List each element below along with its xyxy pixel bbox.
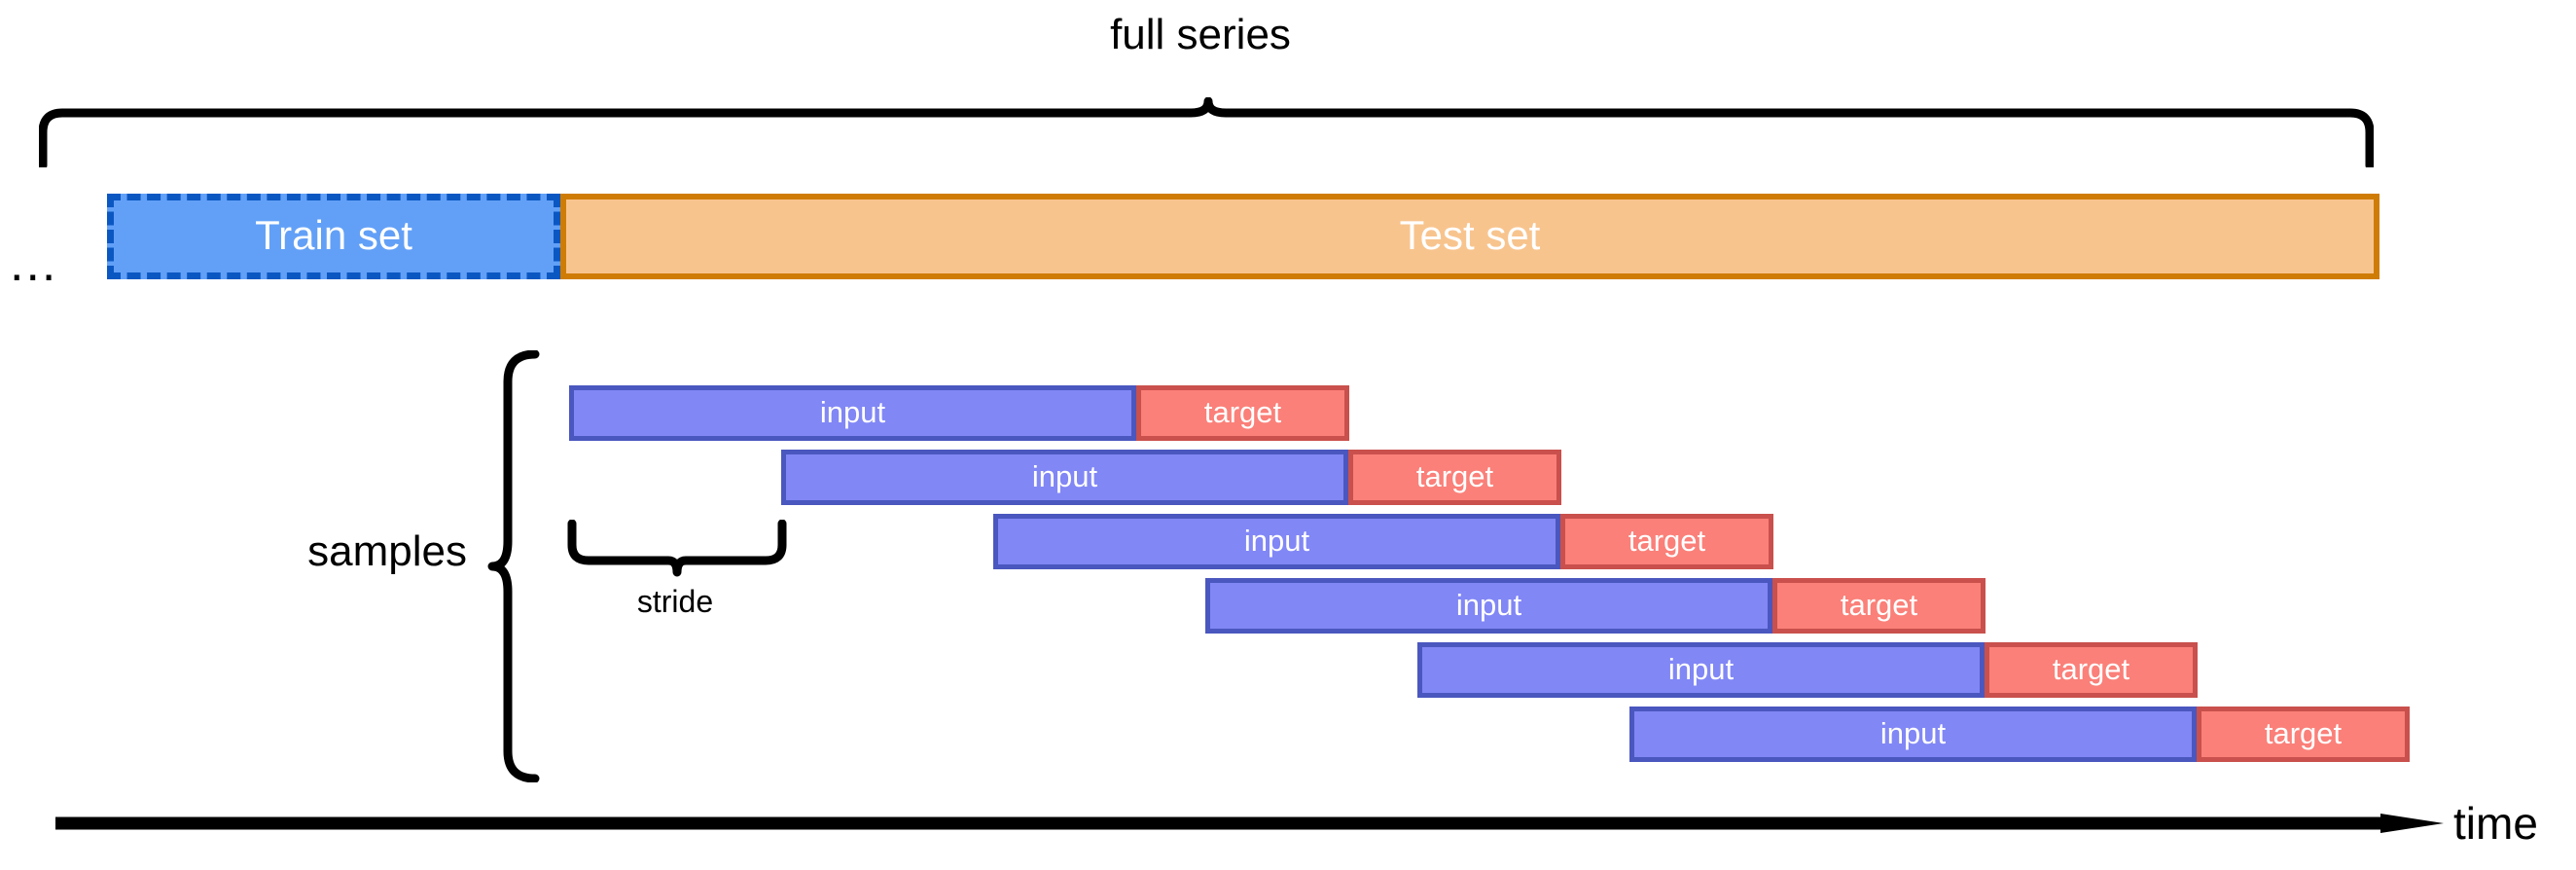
sample-target-segment[interactable]: target xyxy=(1772,578,1986,634)
sample-input-segment[interactable]: input xyxy=(781,450,1348,505)
test-set-label: Test set xyxy=(1399,212,1541,258)
leading-ellipsis: ... xyxy=(10,236,58,292)
sample-target-label: target xyxy=(1840,588,1918,622)
sample-target-segment[interactable]: target xyxy=(1985,642,2198,698)
sample-row: input target xyxy=(0,642,2576,698)
full-series-brace xyxy=(39,97,2374,167)
sample-target-label: target xyxy=(2264,716,2343,750)
train-set-label: Train set xyxy=(255,212,412,258)
sample-input-label: input xyxy=(1243,524,1310,558)
sample-row: input target xyxy=(0,578,2576,634)
sample-input-label: input xyxy=(1455,588,1522,622)
sample-input-segment[interactable]: input xyxy=(993,514,1560,569)
sample-input-segment[interactable]: input xyxy=(569,385,1136,441)
sample-input-label: input xyxy=(819,395,886,429)
sample-input-label: input xyxy=(1031,459,1098,493)
stride-brace xyxy=(567,520,787,577)
sample-input-label: input xyxy=(1667,652,1735,686)
sample-target-label: target xyxy=(1415,459,1494,493)
full-series-label: full series xyxy=(1110,11,1291,58)
sample-row: input target xyxy=(0,514,2576,569)
sample-target-label: target xyxy=(1628,524,1706,558)
sample-target-segment[interactable]: target xyxy=(2197,707,2410,762)
time-axis-label: time xyxy=(2453,798,2538,849)
sample-input-segment[interactable]: input xyxy=(1417,642,1985,698)
test-set-box[interactable]: Test set xyxy=(560,194,2379,279)
sample-input-label: input xyxy=(1879,716,1947,750)
sample-target-label: target xyxy=(1203,395,1282,429)
train-set-box[interactable]: Train set xyxy=(107,194,560,279)
sample-input-segment[interactable]: input xyxy=(1629,707,2197,762)
sample-target-segment[interactable]: target xyxy=(1348,450,1561,505)
samples-brace xyxy=(487,350,540,782)
sample-row: input target xyxy=(0,707,2576,762)
time-axis-arrow xyxy=(55,814,2444,833)
sample-target-segment[interactable]: target xyxy=(1560,514,1773,569)
sample-target-segment[interactable]: target xyxy=(1136,385,1349,441)
stride-label: stride xyxy=(636,584,714,619)
samples-label: samples xyxy=(307,527,467,575)
sample-input-segment[interactable]: input xyxy=(1205,578,1772,634)
sample-row: input target xyxy=(0,385,2576,441)
sample-target-label: target xyxy=(2052,652,2130,686)
sample-row: input target xyxy=(0,450,2576,505)
